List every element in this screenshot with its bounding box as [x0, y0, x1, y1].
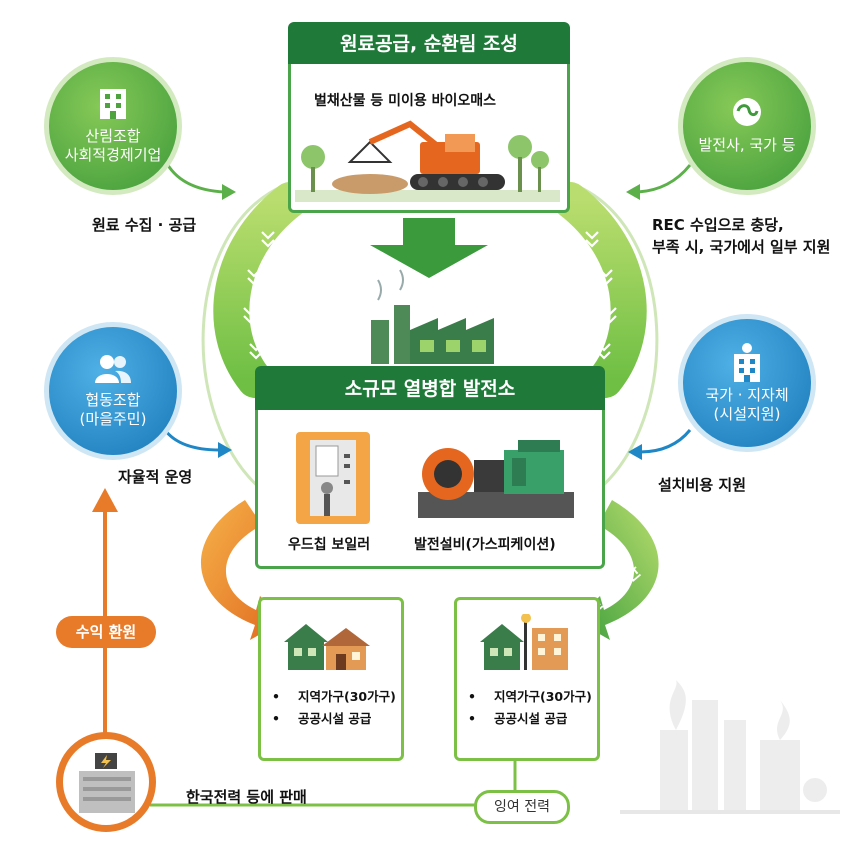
government-line2: (시설지원) — [713, 405, 781, 423]
forestry-coop-circle: 산림조합 사회적경제기업 — [44, 57, 182, 195]
outer-cycle-ring — [201, 183, 286, 492]
right-top-note-2: 부족 시, 국가에서 일부 지원 — [652, 238, 831, 256]
arrow-left-mid — [163, 429, 221, 452]
right-top-note-1: REC 수입으로 충당, — [652, 216, 784, 234]
city-watermark-illustration — [620, 680, 840, 814]
kepco-circle — [56, 732, 156, 832]
gasification-generator-icon — [418, 440, 574, 518]
building-icon — [100, 88, 126, 119]
houses-streetlight-icon — [480, 614, 568, 670]
power-supply-list: 지역가구(30가구) 공공시설 공급 — [468, 686, 592, 730]
revenue-return-badge: 수익 환원 — [56, 616, 156, 648]
people-icon — [95, 354, 131, 383]
heat-supply-box — [258, 597, 404, 761]
boiler-label: 우드칩 보일러 — [288, 537, 371, 553]
supply-header: 원료공급, 순환림 조성 — [288, 22, 570, 66]
band-chevrons — [243, 231, 617, 360]
village-coop-line1: 협동조합 — [85, 390, 141, 409]
village-coop-circle: 협동조합 (마을주민) — [44, 322, 182, 460]
cycle-band-right — [552, 182, 647, 398]
houses-icon — [284, 624, 370, 670]
heat-item-1: 지역가구(30가구) — [272, 686, 396, 708]
excavator-illustration — [295, 120, 560, 202]
power-building-icon — [79, 753, 135, 813]
government-building-icon — [734, 342, 760, 382]
left-top-note: 원료 수집 · 공급 — [92, 216, 197, 234]
surplus-power-badge: 잉여 전력 — [474, 790, 570, 824]
heat-supply-list: 지역가구(30가구) 공공시설 공급 — [272, 686, 396, 730]
village-coop-line2: (마을주민) — [79, 410, 147, 428]
right-mid-note: 설치비용 지원 — [658, 476, 747, 494]
sale-label: 한국전력 등에 판매 — [186, 788, 307, 806]
power-item-1: 지역가구(30가구) — [468, 686, 592, 708]
factory-icon — [371, 269, 494, 364]
government-emblem-icon — [733, 98, 761, 127]
government-line1: 국가 · 지자체 — [705, 385, 789, 404]
plant-header: 소규모 열병합 발전소 — [255, 366, 605, 412]
supply-subtitle: 벌채산물 등 미이용 바이오매스 — [314, 93, 497, 109]
generator-label: 발전설비(가스피케이션) — [414, 537, 556, 553]
arrow-right-mid — [639, 429, 692, 454]
supply-down-arrow — [370, 218, 488, 278]
arrow-left-top — [163, 159, 226, 194]
forestry-coop-line1: 산림조합 — [85, 126, 141, 145]
heat-item-2: 공공시설 공급 — [272, 708, 396, 730]
cycle-band-left — [213, 182, 308, 398]
arrow-right-top — [637, 164, 692, 194]
power-company-circle: 발전사, 국가 등 — [678, 57, 816, 195]
wood-chip-boiler-icon — [296, 432, 370, 524]
power-item-2: 공공시설 공급 — [468, 708, 592, 730]
left-mid-note: 자율적 운영 — [118, 468, 193, 486]
government-circle: 국가 · 지자체 (시설지원) — [678, 314, 816, 452]
forestry-coop-line2: 사회적경제기업 — [64, 146, 162, 164]
power-company-label: 발전사, 국가 등 — [698, 136, 796, 155]
